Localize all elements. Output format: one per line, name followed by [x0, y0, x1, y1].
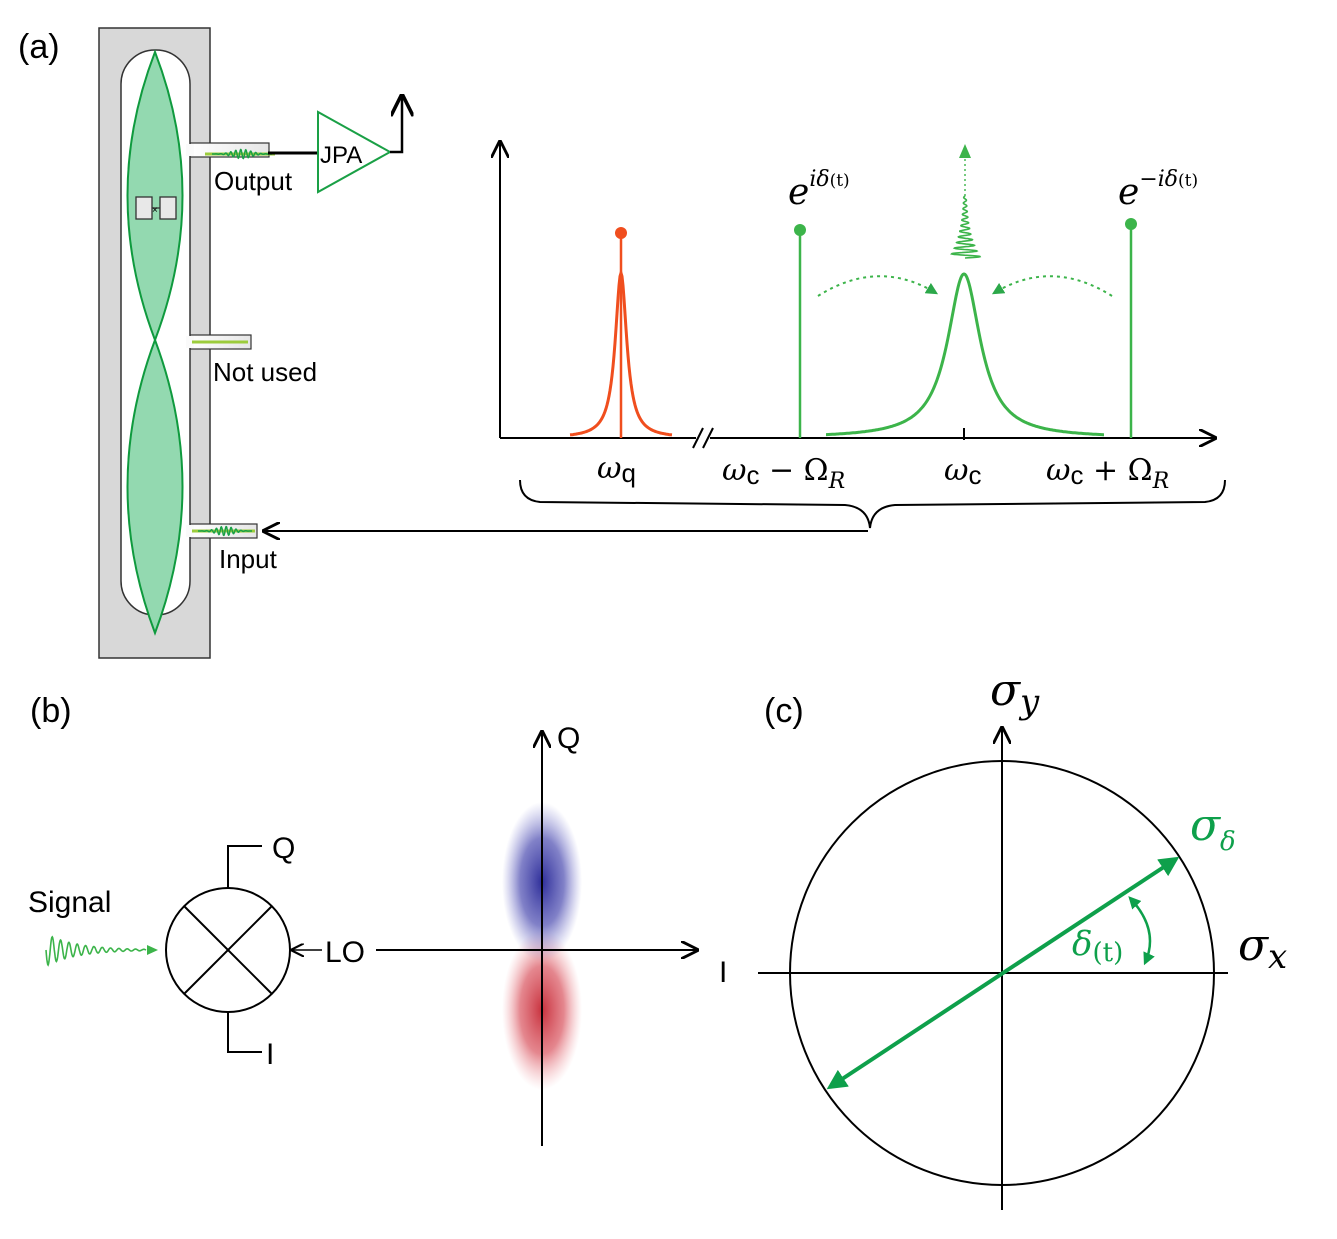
axis-break-icon	[692, 427, 714, 449]
sigma-x-label: σx	[1238, 920, 1287, 977]
jpa-label: JPA	[320, 142, 362, 169]
right-transfer-arrow	[991, 275, 1113, 297]
lo-label: LO	[325, 936, 365, 969]
spectrum-brace	[519, 479, 1226, 529]
iq-plane: Q I	[376, 722, 727, 1146]
amplifier-triangle	[317, 110, 393, 194]
input-pulse	[198, 525, 252, 537]
panel-label-c: (c)	[764, 692, 804, 730]
mixer-q-label: Q	[272, 832, 295, 865]
mode-lobe-bottom	[126, 337, 184, 636]
right-sideband-label: ωc + ΩR	[1046, 453, 1169, 494]
signal-wave-icon	[45, 935, 147, 967]
cavity-peak	[826, 272, 1104, 437]
omega-c-label: ωc	[944, 453, 981, 490]
qubit-stem-dot	[615, 227, 627, 239]
sigma-delta-label: σδ	[1190, 800, 1236, 857]
emitted-wave-arrow-icon	[959, 144, 971, 158]
left-transfer-arrow	[817, 275, 939, 297]
panel-label-b: (b)	[30, 692, 72, 730]
output-label: Output	[214, 166, 293, 196]
spectrum-plot: ωq ωc − ΩR ωc ωc + ΩR eiδ(t) e−iδ(t)	[500, 142, 1215, 494]
svg-text:×: ×	[152, 205, 158, 216]
output-pulse	[212, 148, 272, 160]
sigma-y-label: σy	[990, 665, 1040, 722]
right-phase-label: e−iδ(t)	[1118, 167, 1198, 213]
emitted-wave-icon	[950, 195, 982, 259]
resonator-device: ×	[98, 27, 275, 659]
mixer-q-lead	[227, 845, 262, 888]
left-sideband-label: ωc − ΩR	[722, 453, 845, 494]
mixer-i-label: I	[266, 1038, 274, 1071]
panel-label-a: (a)	[18, 28, 60, 66]
amplifier-output-arrow	[390, 96, 402, 154]
right-sideband-dot	[1125, 218, 1137, 230]
sigma-delta-vector	[826, 856, 1180, 1090]
input-label: Input	[219, 544, 278, 574]
left-phase-label: eiδ(t)	[788, 167, 850, 213]
qubit-icon: ×	[135, 196, 177, 220]
delta-angle-label: δ(t)	[1072, 924, 1123, 968]
mixer-i-lead	[227, 1012, 262, 1053]
jpa-amplifier: JPA	[268, 96, 402, 194]
unused-label: Not used	[213, 357, 317, 387]
q-axis-label: Q	[557, 722, 580, 755]
angle-arc	[1128, 896, 1155, 966]
i-axis-label: I	[719, 956, 727, 989]
signal-label: Signal	[28, 886, 111, 919]
iq-mixer: Signal Q I LO	[28, 832, 365, 1071]
bloch-circle-diagram: σy σx σδ δ(t)	[758, 665, 1287, 1210]
signal-arrow-icon	[147, 945, 158, 955]
left-sideband-dot	[794, 224, 806, 236]
omega-q-label: ωq	[597, 451, 636, 488]
